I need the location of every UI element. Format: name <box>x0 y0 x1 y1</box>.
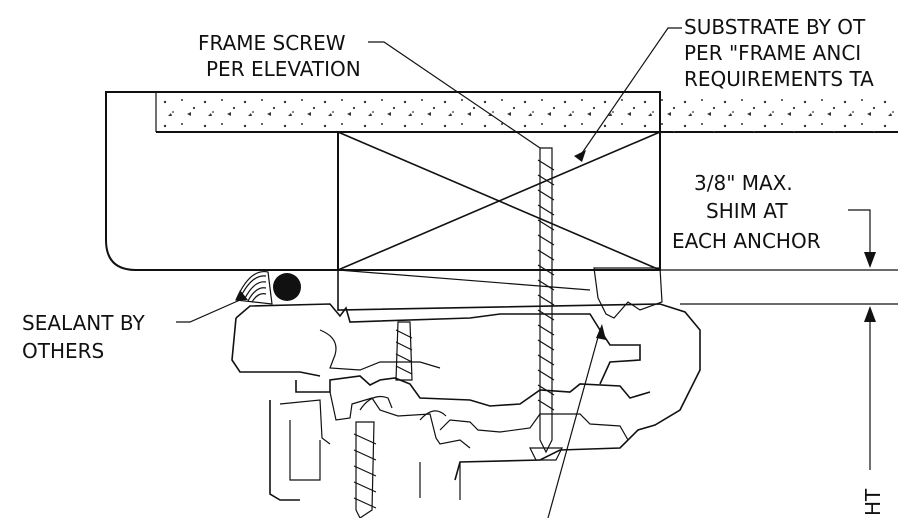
window-frame-profile <box>231 270 701 501</box>
label-substrate-line2: PER "FRAME ANCI <box>684 41 861 65</box>
backer-rod <box>273 273 301 301</box>
label-sealant-line2: OTHERS <box>22 339 104 363</box>
label-substrate-line3: REQUIREMENTS TA <box>684 67 874 91</box>
label-ht: HT <box>861 488 885 516</box>
label-shim-line2: SHIM AT <box>706 199 788 223</box>
shim-foam <box>593 267 663 319</box>
wood-buck <box>337 131 661 271</box>
label-shim-line1: 3/8" MAX. <box>694 171 793 195</box>
frame-screw <box>529 147 563 461</box>
clip-screw-upper <box>395 321 413 381</box>
label-substrate-line1: SUBSTRATE BY OT <box>684 15 866 39</box>
shim-dimension <box>660 209 898 470</box>
leader-lines <box>176 27 682 518</box>
label-frame-screw-line1: FRAME SCREW <box>198 31 346 55</box>
label-frame-screw-line2: PER ELEVATION <box>206 57 361 81</box>
clip-screw-lower <box>353 421 377 518</box>
annotations: FRAME SCREW PER ELEVATION SUBSTRATE BY O… <box>22 15 885 516</box>
label-sealant-line1: SEALANT BY <box>22 311 145 335</box>
label-shim-line3: EACH ANCHOR <box>672 229 821 253</box>
